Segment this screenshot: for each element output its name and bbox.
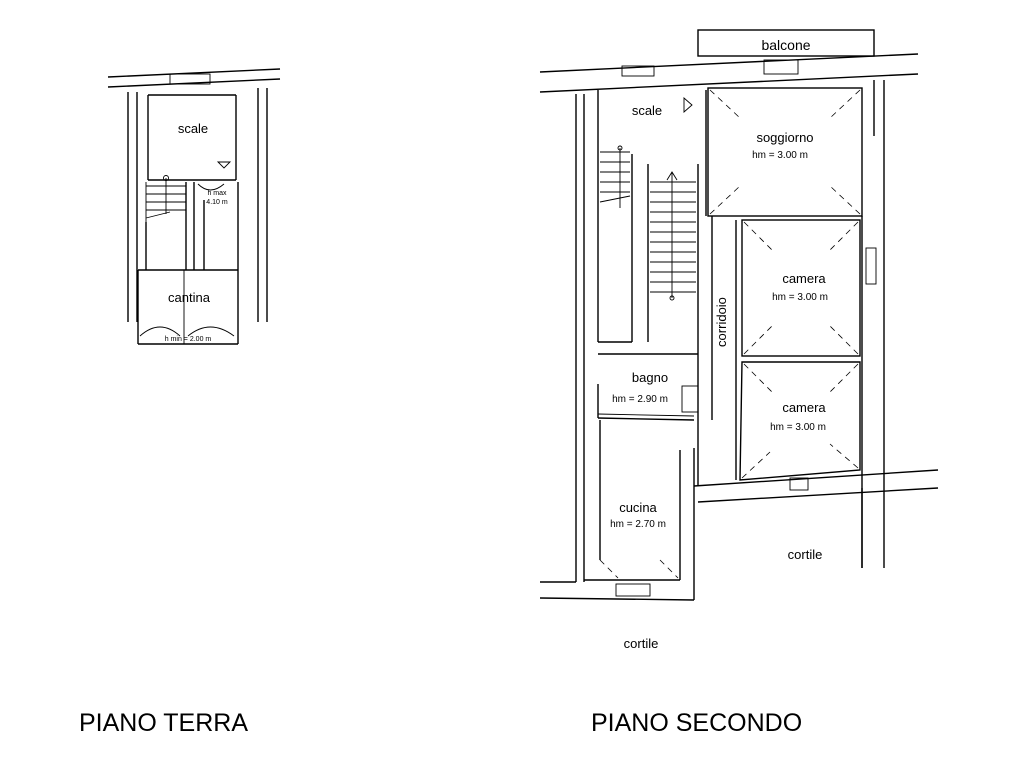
label-cortile-right: cortile [788, 547, 823, 562]
room-corridoio: corridoio [714, 297, 729, 347]
second-floor-plan: balcone scale soggiorno hm = 3.00 m came… [539, 29, 939, 651]
label-balcone: balcone [761, 37, 810, 53]
camera-1-height: hm = 3.00 m [772, 292, 828, 303]
bagno-height: hm = 2.90 m [612, 394, 668, 405]
room-camera-1: camera [782, 271, 826, 286]
hmax-value: 4.10 m [206, 199, 228, 206]
room-bagno: bagno [632, 370, 668, 385]
label-cortile-bottom: cortile [624, 636, 659, 651]
camera-2-height: hm = 3.00 m [770, 422, 826, 433]
hmin-label: h min = 2.00 m [165, 336, 212, 343]
stairs-second [599, 145, 699, 342]
room-scale-ground: scale [178, 121, 208, 136]
room-soggiorno: soggiorno [756, 130, 813, 145]
room-camera-1-outline [741, 219, 861, 357]
room-cantina: cantina [168, 290, 211, 305]
room-cucina: cucina [619, 500, 657, 515]
cucina-height: hm = 2.70 m [610, 519, 666, 530]
room-soggiorno-outline [707, 87, 863, 217]
stairs-ground [145, 175, 186, 222]
title-piano-terra: PIANO TERRA [79, 709, 248, 737]
room-camera-2-outline [739, 361, 861, 481]
soggiorno-height: hm = 3.00 m [752, 150, 808, 161]
title-piano-secondo: PIANO SECONDO [591, 709, 802, 737]
hmax-label: h max [207, 190, 227, 197]
ground-floor-plan: scale cantina h max 4.10 m h min = 2.00 … [107, 68, 281, 345]
balcony-outline [697, 29, 875, 57]
room-camera-2: camera [782, 400, 826, 415]
room-scale-second: scale [632, 103, 662, 118]
